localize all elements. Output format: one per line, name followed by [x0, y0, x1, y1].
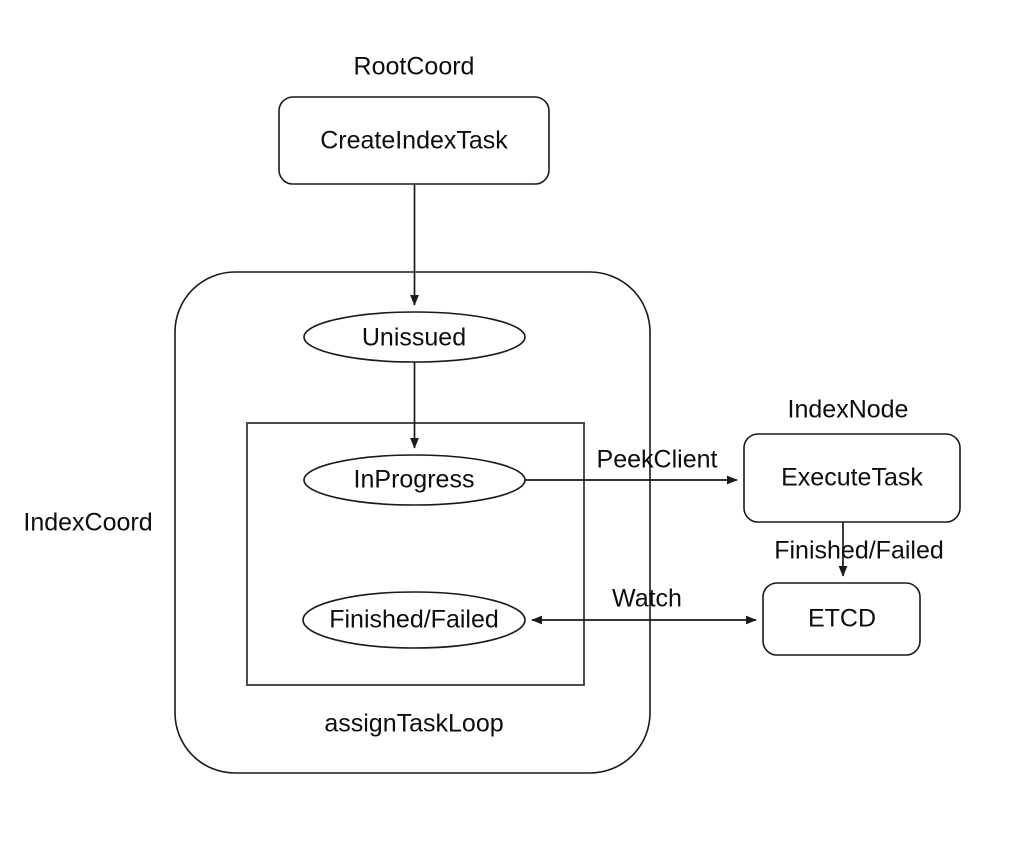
node-label-in-progress[interactable]: InProgress: [353, 465, 475, 494]
node-finished-failed-shape[interactable]: [302, 591, 526, 649]
node-label-unissued[interactable]: Unissued: [361, 323, 467, 352]
node-label-etcd[interactable]: ETCD: [807, 604, 877, 633]
node-label-create-index-task[interactable]: CreateIndexTask: [320, 126, 508, 155]
group-label-assign-task-loop: assignTaskLoop: [324, 709, 504, 738]
assign-task-loop-container: [246, 422, 585, 686]
edge-label-finished-failed: Finished/Failed: [774, 536, 944, 565]
group-label-index-coord: IndexCoord: [23, 508, 153, 537]
node-label-execute-task[interactable]: ExecuteTask: [781, 463, 923, 492]
node-etcd-shape[interactable]: [762, 582, 921, 656]
node-execute-task-shape[interactable]: [743, 433, 961, 523]
edge-label-watch: Watch: [612, 584, 682, 613]
node-label-finished-failed[interactable]: Finished/Failed: [329, 605, 499, 634]
edge-label-peek-client: PeekClient: [596, 445, 718, 474]
index-coord-container: [174, 271, 651, 774]
group-label-index-node: IndexNode: [787, 395, 909, 424]
group-label-root-coord: RootCoord: [353, 52, 475, 81]
